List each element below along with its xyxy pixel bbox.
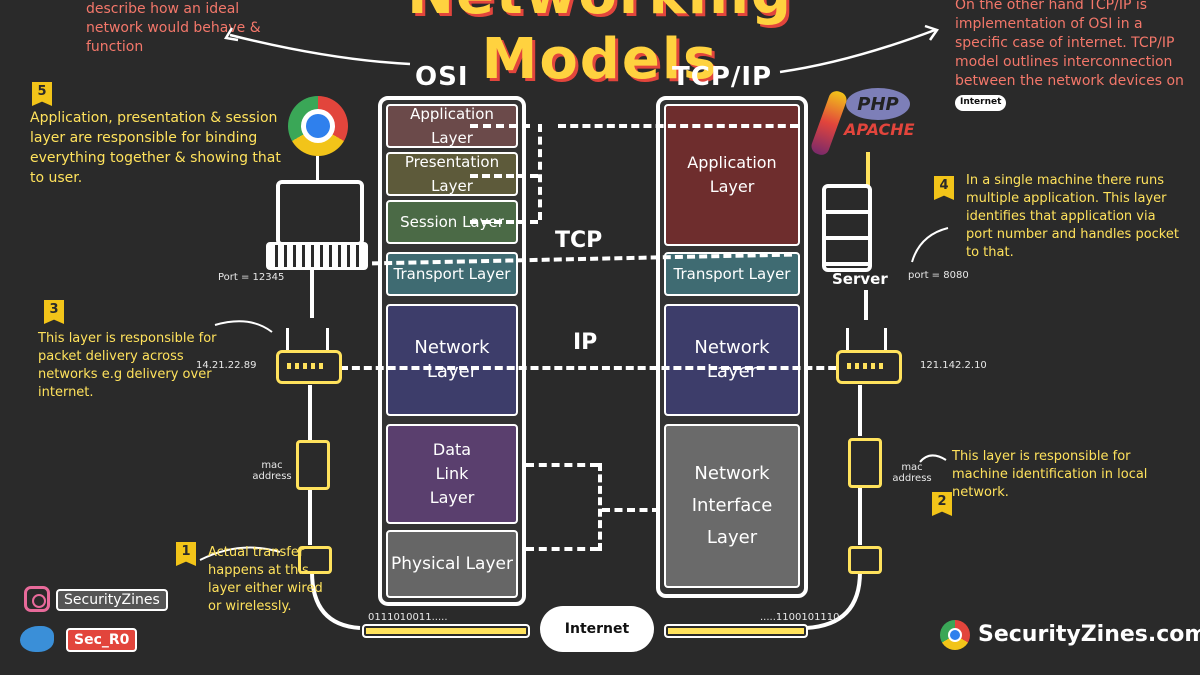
- note5-badge: 5: [32, 82, 52, 106]
- left-nic-icon: [296, 440, 330, 490]
- internet-cloud: Internet: [540, 606, 654, 652]
- left-cable-bottom: [310, 571, 361, 630]
- osi-transport-layer: Transport Layer: [386, 252, 518, 296]
- note4-text: In a single machine there runs multiple …: [966, 173, 1179, 260]
- osi-note-arrowhead: [223, 27, 239, 42]
- server-label: Server: [832, 270, 888, 288]
- right-cable-bottom: [805, 571, 862, 630]
- right-router-antenna-1: [846, 328, 849, 350]
- tcpip-header: TCP/IP: [672, 62, 773, 92]
- left-router-antenna-1: [286, 328, 289, 350]
- browser-stand: [316, 156, 319, 182]
- server-port: port = 8080: [908, 270, 969, 281]
- note3-arrow: [214, 320, 273, 333]
- server-mac-label: mac address: [892, 462, 932, 484]
- note1-badge: 1: [176, 542, 196, 566]
- lower-layers-vdash: [598, 463, 602, 551]
- osi-session-layer: Session Layer: [386, 200, 518, 244]
- page-title: Networking Models: [407, 0, 791, 92]
- instagram-icon: [24, 586, 50, 612]
- physical-dash: [526, 547, 598, 551]
- client-ip: 14.21.22.89: [196, 360, 257, 371]
- tcpip-description-text: On the other hand TCP/IP is implementati…: [955, 0, 1184, 89]
- site-logo-icon: [940, 620, 970, 650]
- right-bitstream: .....1100101110: [760, 612, 840, 623]
- note1-text: Actual transfer happens at this layer ei…: [208, 545, 323, 614]
- client-mac-label: mac address: [252, 460, 292, 482]
- right-wire: [664, 624, 808, 638]
- right-ethernet-port-icon: [848, 546, 882, 574]
- left-router-icon: [276, 350, 342, 384]
- site-name[interactable]: SecurityZines.com: [978, 622, 1200, 647]
- laptop-keyboard-icon: [266, 242, 368, 270]
- server-icon: [822, 184, 872, 272]
- note2-arrow: [919, 454, 947, 463]
- note1-arrow: [199, 546, 281, 561]
- osi-stack: Application Layer Presentation Layer Ses…: [378, 96, 526, 606]
- laptop-screen-icon: [276, 180, 364, 246]
- twitter-handle[interactable]: Sec_R0: [66, 628, 138, 652]
- note3-badge: 3: [44, 300, 64, 324]
- osi-physical-layer: Physical Layer: [386, 530, 518, 598]
- chrome-browser-icon: [288, 96, 348, 156]
- network-interface-dash: [602, 508, 660, 512]
- server-ip: 121.142.2.10: [920, 360, 987, 371]
- tcpip-network-layer: Network Layer: [664, 304, 800, 416]
- internet-mini-cloud: Internet: [955, 94, 1007, 111]
- note4-arrow: [911, 227, 949, 263]
- left-bitstream: 0111010011.....: [368, 612, 448, 623]
- note4-badge: 4: [934, 176, 954, 200]
- note2-text: This layer is responsible for machine id…: [952, 449, 1148, 500]
- right-router-icon: [836, 350, 902, 384]
- twitter-bird-icon: [20, 626, 54, 652]
- osi-description-note: describe how an ideal network would beha…: [86, 1, 261, 55]
- right-nic-icon: [848, 438, 882, 488]
- instagram-handle[interactable]: SecurityZines: [56, 589, 168, 611]
- app-dash-left: [470, 124, 530, 128]
- datalink-dash: [526, 463, 598, 467]
- right-router-antenna-2: [884, 328, 887, 350]
- php-logo: PHP: [846, 88, 910, 120]
- tcpip-stack: Application Layer Transport Layer Networ…: [656, 96, 808, 598]
- osi-data-link-layer: Data Link Layer: [386, 424, 518, 524]
- note3-text: This layer is responsible for packet del…: [38, 331, 217, 400]
- tcpip-note-arrowhead: [924, 24, 939, 41]
- left-wire: [362, 624, 530, 638]
- ip-label: IP: [573, 330, 598, 355]
- tcpip-note-arrow: [779, 28, 936, 74]
- tcpip-network-interface-layer: Network Interface Layer: [664, 424, 800, 588]
- left-router-antenna-2: [326, 328, 329, 350]
- left-ethernet-port-icon: [298, 546, 332, 574]
- note5-text: Application, presentation & session laye…: [30, 110, 281, 186]
- note2-badge: 2: [932, 492, 952, 516]
- application-link-dash: [558, 124, 798, 128]
- presentation-dash: [470, 174, 538, 178]
- session-dash: [470, 220, 538, 224]
- tcpip-transport-layer: Transport Layer: [664, 252, 800, 296]
- tcpip-description-note: On the other hand TCP/IP is implementati…: [955, 0, 1190, 111]
- apache-logo-text: APACHE: [844, 120, 915, 139]
- osi-network-layer: Network Layer: [386, 304, 518, 416]
- app-session-vdash: [538, 124, 542, 220]
- client-port: Port = 12345: [218, 272, 285, 283]
- ip-link-dash: [340, 366, 860, 370]
- tcp-label: TCP: [555, 228, 603, 253]
- osi-note-arrow: [229, 33, 411, 66]
- osi-header: OSI: [415, 62, 469, 92]
